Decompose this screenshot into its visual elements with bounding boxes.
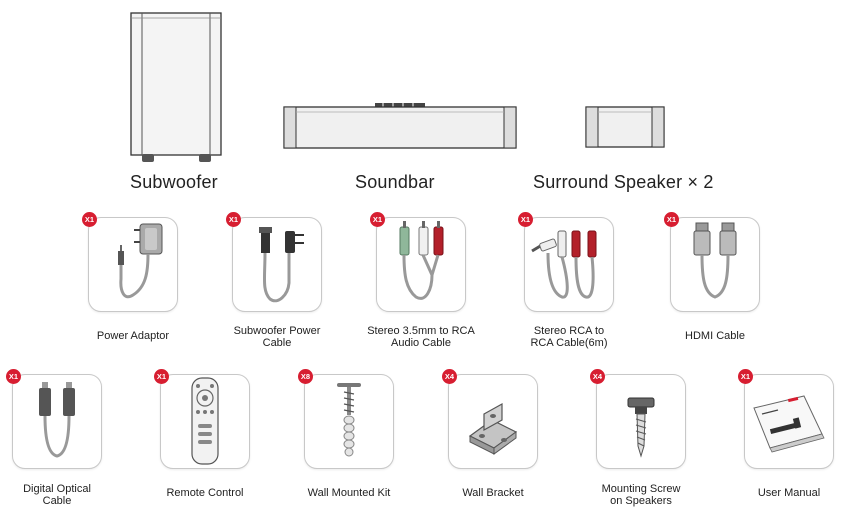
surround-speaker-icon bbox=[585, 106, 665, 148]
wall-bracket-icon bbox=[468, 402, 518, 455]
quantity-badge: X1 bbox=[82, 212, 97, 227]
optical-cable-icon bbox=[39, 382, 75, 458]
accessory-card-user-manual: X1 bbox=[738, 369, 834, 469]
accessory-card-rca-rca-cable: X1 bbox=[518, 212, 614, 312]
wall-anchor-screw-icon bbox=[337, 383, 361, 457]
quantity-badge: X1 bbox=[6, 369, 21, 384]
accessory-label: HDMI Cable bbox=[685, 330, 745, 342]
soundbar-illustration bbox=[282, 102, 518, 150]
accessory-label: User Manual bbox=[757, 487, 821, 499]
mounting-screw-icon bbox=[627, 397, 655, 458]
hdmi-cable-icon bbox=[693, 222, 737, 299]
accessory-card-wall-mount-kit: X8 bbox=[298, 369, 394, 469]
quantity-badge: X4 bbox=[442, 369, 457, 384]
rca-rca-cable-icon bbox=[531, 230, 597, 299]
quantity-badge: X1 bbox=[738, 369, 753, 384]
quantity-badge: X8 bbox=[298, 369, 313, 384]
subwoofer-icon bbox=[130, 12, 222, 162]
accessory-card-optical-cable: X1 bbox=[6, 369, 102, 469]
aux-rca-cable-icon bbox=[399, 221, 444, 300]
quantity-badge: X1 bbox=[370, 212, 385, 227]
accessory-label: Remote Control bbox=[166, 487, 244, 499]
accessory-card-mounting-screw: X4 bbox=[590, 369, 686, 469]
accessory-card-wall-bracket: X4 bbox=[442, 369, 538, 469]
accessory-card-aux-rca-cable: X1 bbox=[370, 212, 466, 312]
subwoofer-illustration bbox=[128, 12, 224, 164]
accessory-card-remote-control: X1 bbox=[154, 369, 250, 469]
soundbar-icon bbox=[283, 103, 517, 149]
accessory-label: Wall Mounted Kit bbox=[307, 487, 391, 499]
surround-speaker-illustration bbox=[584, 105, 666, 149]
accessory-card-power-adaptor: X1 bbox=[82, 212, 178, 312]
power-adaptor-icon bbox=[118, 223, 163, 299]
quantity-badge: X4 bbox=[590, 369, 605, 384]
quantity-badge: X1 bbox=[518, 212, 533, 227]
user-manual-icon bbox=[753, 395, 825, 453]
quantity-badge: X1 bbox=[664, 212, 679, 227]
accessory-label: Wall Bracket bbox=[462, 487, 524, 499]
soundbar-label: Soundbar bbox=[355, 172, 435, 192]
accessory-label: Power Adaptor bbox=[96, 330, 170, 342]
remote-control-icon bbox=[191, 377, 219, 465]
quantity-badge: X1 bbox=[154, 369, 169, 384]
quantity-badge: X1 bbox=[226, 212, 241, 227]
accessory-card-hdmi-cable: X1 bbox=[664, 212, 760, 312]
subwoofer-label: Subwoofer bbox=[130, 172, 218, 192]
power-cable-icon bbox=[259, 227, 304, 303]
accessory-card-power-cable: X1 bbox=[226, 212, 322, 312]
surround-speaker-label: Surround Speaker × 2 bbox=[533, 172, 714, 192]
